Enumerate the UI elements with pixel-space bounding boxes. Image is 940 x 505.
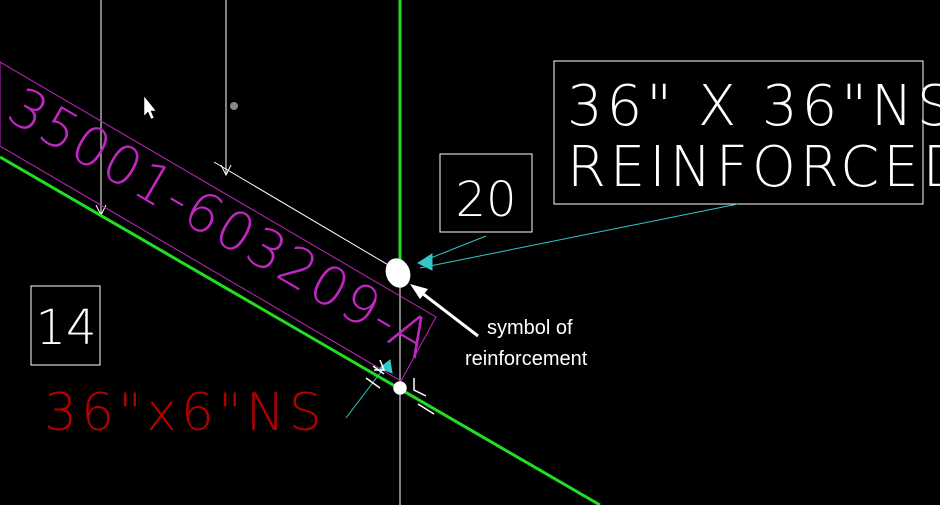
annotation-line2: reinforcement	[465, 348, 588, 370]
tag-top: 20	[439, 153, 533, 233]
annotation-arrow	[410, 284, 479, 338]
reinforcement-symbol-icon[interactable]	[382, 255, 415, 291]
pipes	[0, 0, 601, 505]
reference-line-diagonal	[213, 161, 391, 267]
mouse-cursor-icon	[143, 95, 157, 120]
leader-arrowhead-branch	[379, 359, 393, 374]
tag-left: 14	[30, 285, 101, 366]
point-marker-icon	[230, 102, 238, 110]
tag-top-label: 20	[455, 172, 516, 228]
main-pipe[interactable]	[0, 155, 601, 505]
pipe-size-main-label-line2: REINFORCED	[567, 135, 940, 200]
line-number-frame	[0, 61, 437, 382]
cyan-leaders	[345, 203, 739, 419]
pipe-size-main-label: 36" X 36"NS	[567, 74, 940, 139]
annotation-line1: symbol of	[487, 317, 573, 339]
branch-fitting-icon	[365, 359, 435, 415]
leader-arrowhead	[416, 253, 433, 271]
arrowhead-middle	[220, 164, 232, 177]
pipe-size-branch-label: 36"x6"NS	[44, 383, 326, 443]
pipe-size-main-box: 36" X 36"NS REINFORCED	[553, 60, 940, 205]
tag-left-label: 14	[35, 300, 96, 356]
leader-main-label	[419, 203, 739, 269]
